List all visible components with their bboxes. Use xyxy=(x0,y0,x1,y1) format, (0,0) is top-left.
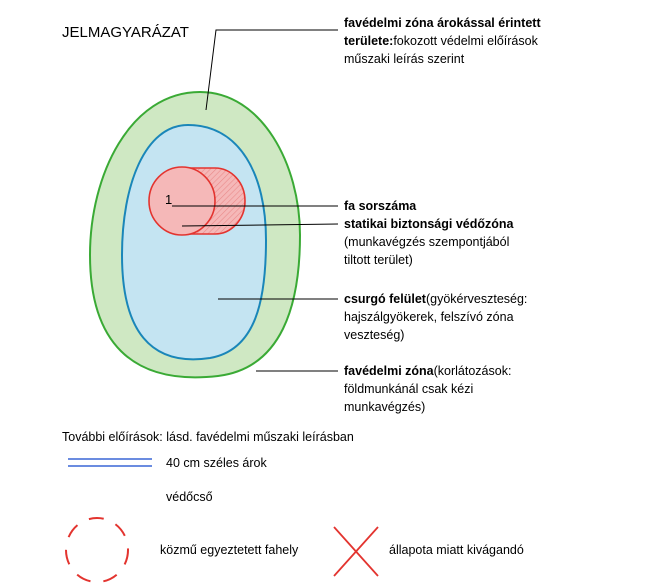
utility-dashed-circle-icon xyxy=(65,517,129,583)
static-zone-desc-2: tiltott terület) xyxy=(344,253,413,267)
trench-zone-desc2: műszaki leírás szerint xyxy=(344,52,465,66)
protection-desc-3: munkavégzés) xyxy=(344,400,426,414)
leader-static-zone xyxy=(181,223,339,227)
drip-line-1: csurgó felület(gyökérveszteség: xyxy=(344,290,527,308)
drip-desc-1: (gyökérveszteség: xyxy=(425,292,528,306)
protection-desc-1: (korlátozások: xyxy=(433,364,512,378)
pipe-label: védőcső xyxy=(166,490,213,504)
trench-zone-desc-line: területe:fokozott védelmi előírások xyxy=(344,32,538,50)
trench-zone-title: favédelmi zóna árokással érintett xyxy=(344,16,541,30)
trench-zone-desc: fokozott védelmi előírások xyxy=(393,34,538,48)
tree-number-label: fa sorszáma xyxy=(344,199,417,213)
protection-title: favédelmi zóna xyxy=(344,364,434,378)
leader-trench-zone xyxy=(205,29,338,111)
tree-number: 1 xyxy=(165,192,173,207)
legend-title: JELMAGYARÁZAT xyxy=(62,24,189,41)
cut-label: állapota miatt kivágandó xyxy=(389,543,524,557)
further-regulations: További előírások: lásd. favédelmi műsza… xyxy=(62,430,354,444)
drip-zone-shape xyxy=(120,123,268,361)
static-zone-desc-1: (munkavégzés szempontjából xyxy=(344,235,510,249)
drip-desc-2: hajszálgyökerek, felszívó zóna xyxy=(344,310,514,324)
trench-zone-bold-prefix: területe: xyxy=(344,34,394,48)
tree-circle-shape xyxy=(148,166,216,236)
static-zone-title: statikai biztonsági védőzóna xyxy=(344,217,514,231)
protection-desc-2: földmunkánál csak kézi xyxy=(344,382,474,396)
drip-title: csurgó felület xyxy=(344,292,426,306)
drip-desc-3: veszteség) xyxy=(344,328,405,342)
trench-label: 40 cm széles árok xyxy=(166,456,267,470)
utility-label: közmű egyeztetett fahely xyxy=(160,543,299,557)
protection-line-1: favédelmi zóna(korlátozások: xyxy=(344,362,511,380)
cut-cross-line-2 xyxy=(333,526,379,577)
